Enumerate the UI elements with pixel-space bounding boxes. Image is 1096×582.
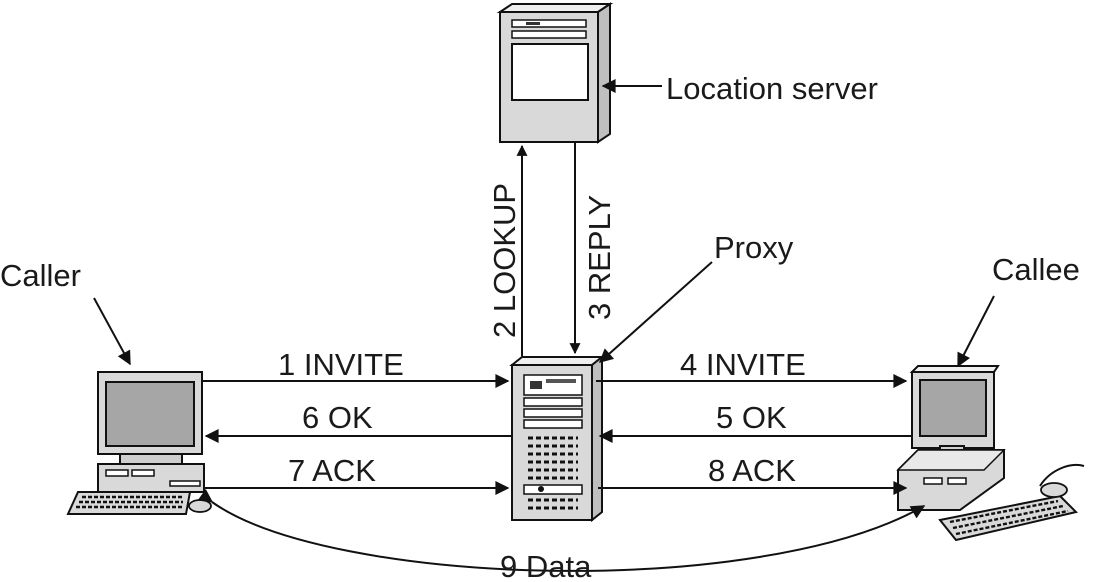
proxy-pointer bbox=[598, 261, 713, 363]
location-server-label: Location server bbox=[666, 71, 878, 106]
ok-6-label: 6 OK bbox=[302, 400, 373, 435]
ok-5-label: 5 OK bbox=[716, 400, 787, 435]
data-9-label: 9 Data bbox=[500, 549, 592, 582]
caller-computer-icon bbox=[66, 371, 212, 515]
callee-computer-icon bbox=[896, 365, 1085, 542]
ack-7-label: 7 ACK bbox=[288, 453, 376, 488]
lookup-label: 2 LOOKUP bbox=[487, 183, 522, 338]
proxy-label: Proxy bbox=[714, 230, 794, 265]
callee-label: Callee bbox=[992, 252, 1080, 287]
invite-4-label: 4 INVITE bbox=[680, 347, 806, 382]
proxy-server-icon bbox=[509, 354, 605, 523]
caller-label: Caller bbox=[0, 258, 81, 293]
location-server-icon bbox=[496, 2, 614, 144]
callee-pointer bbox=[957, 295, 995, 368]
ack-8-label: 8 ACK bbox=[708, 453, 796, 488]
caller-pointer bbox=[93, 297, 131, 366]
reply-label: 3 REPLY bbox=[582, 195, 617, 320]
data-9-curve bbox=[197, 489, 926, 572]
invite-1-label: 1 INVITE bbox=[278, 347, 404, 382]
